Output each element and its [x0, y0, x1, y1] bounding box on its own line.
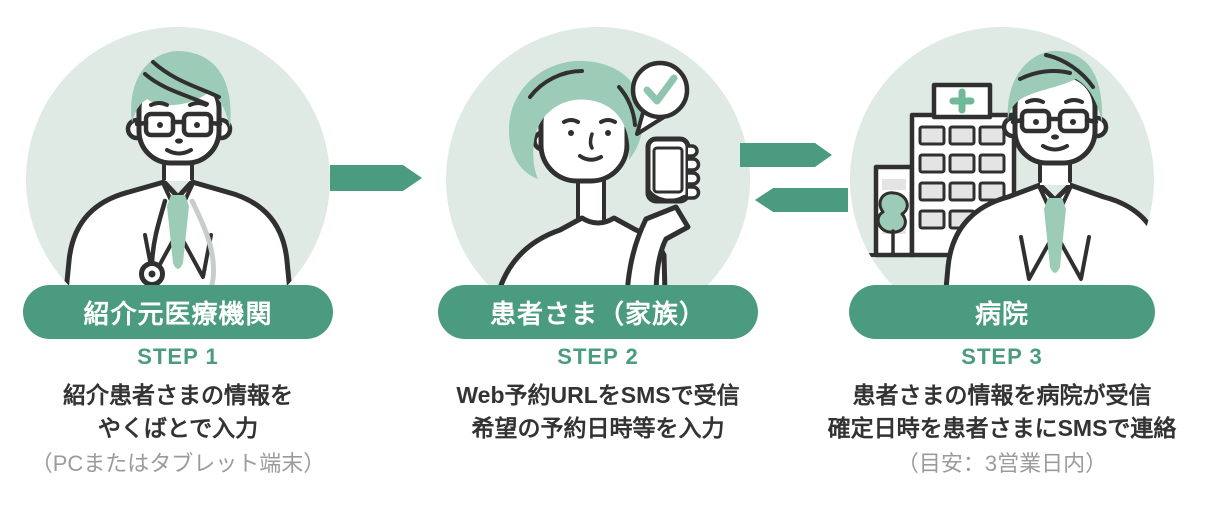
step-2-actor-label: 患者さま（家族）: [489, 298, 706, 329]
step-2-actor-badge: 患者さま（家族）: [438, 285, 758, 339]
step-2-description-line-2: 希望の予約日時等を入力: [471, 415, 725, 441]
smartphone-icon: [645, 136, 701, 204]
arrow-left-step3-to-step2-icon: [755, 188, 848, 212]
arrow-right-step2-to-step3-icon: [740, 143, 832, 167]
step-3-description: 患者さまの情報を病院が受信 確定日時を患者さまにSMSで連絡: [812, 379, 1192, 445]
necktie: [167, 195, 189, 269]
step-1-column: 紹介元医療機関 STEP 1 紹介患者さまの情報を やくばとで入力 （PCまたは…: [0, 0, 368, 514]
step-1-illustration-circle: 紹介元医療機関: [23, 27, 333, 339]
step-3-actor-badge: 病院: [849, 285, 1155, 339]
step-1-actor-badge: 紹介元医療機関: [23, 285, 333, 339]
step-1-description-line-1: 紹介患者さまの情報を: [63, 382, 293, 408]
step-3-note: （目安：3営業日内）: [896, 451, 1108, 476]
tree-icon: [876, 191, 909, 257]
step-1-note: （PCまたはタブレット端末）: [30, 451, 326, 476]
step-3-label: STEP 3: [961, 344, 1043, 369]
step-2-illustration-circle: 患者さま（家族）: [438, 27, 758, 339]
step-3-description-line-1: 患者さまの情報を病院が受信: [852, 382, 1152, 408]
hair: [509, 60, 644, 179]
hospital-building-icon: [864, 82, 1042, 258]
check-bubble-icon: [630, 60, 690, 136]
step-2-description-line-1: Web予約URLをSMSで受信: [456, 382, 740, 408]
step-2-label: STEP 2: [557, 344, 639, 369]
arrow-right-step1-to-step2-icon: [330, 165, 422, 191]
step-1-description: 紹介患者さまの情報を やくばとで入力: [0, 379, 368, 445]
medical-cross-icon: [949, 88, 975, 114]
necktie: [1044, 198, 1066, 273]
step-1-description-line-2: やくばとで入力: [97, 415, 259, 441]
step-3-illustration-circle: 病院: [849, 27, 1155, 339]
step-1-label: STEP 1: [137, 344, 219, 369]
hospital-windows: [918, 125, 1006, 230]
step-3-description-line-2: 確定日時を患者さまにSMSで連絡: [827, 415, 1177, 441]
hair: [131, 51, 231, 127]
doctor-head: [1001, 50, 1109, 185]
step-2-description: Web予約URLをSMSで受信 希望の予約日時等を入力: [408, 379, 788, 445]
step-3-actor-label: 病院: [974, 298, 1029, 329]
step-3-column: 病院 STEP 3 患者さまの情報を病院が受信 確定日時を患者さまにSMSで連絡…: [812, 0, 1192, 514]
step-1-actor-label: 紹介元医療機関: [83, 298, 273, 329]
patient-face: [509, 60, 644, 184]
doctor-head: [125, 51, 233, 181]
step-2-column: 患者さま（家族） STEP 2 Web予約URLをSMSで受信 希望の予約日時等…: [408, 0, 788, 514]
